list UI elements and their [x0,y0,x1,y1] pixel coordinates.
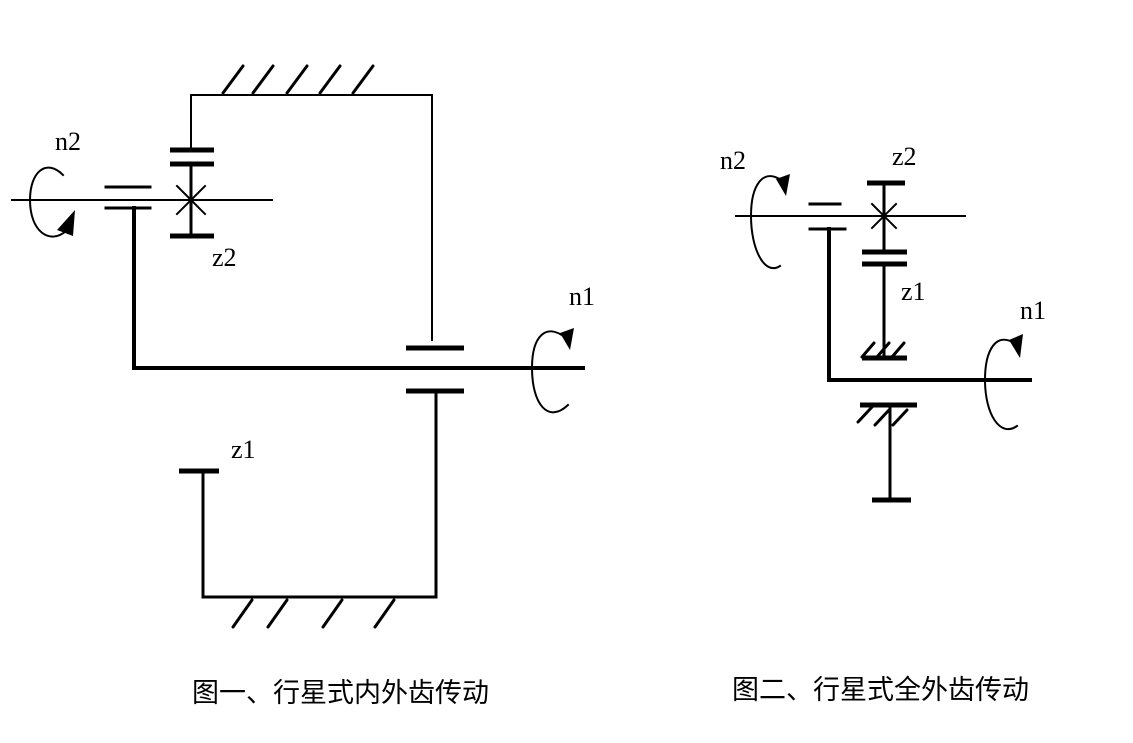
figure-2-external-gear: n2 z2 z1 n1 图二、行星式全外齿传动 [720,142,1046,706]
figure-1-internal-external-gear: n2 z2 n1 z1 图一、行星式内外齿传动 [11,64,595,709]
planet-carrier [827,227,1032,382]
rotation-arrow-icon [749,174,790,269]
planet-carrier [132,206,585,370]
ground-hatch-icon [221,64,375,95]
sun-gear-z1 [862,261,907,361]
label-z2: z2 [892,142,917,171]
rotation-arrow-icon [28,166,75,238]
label-z2: z2 [212,243,237,272]
label-n1: n1 [1020,296,1046,325]
upper-frame [190,94,433,341]
ground-hatch-icon [860,341,906,359]
caption-figure-1: 图一、行星式内外齿传动 [192,678,489,709]
planet-gear-z2 [862,180,907,255]
label-n2: n2 [720,146,746,175]
label-n2: n2 [55,127,81,156]
lower-frame [201,389,438,599]
caption-figure-2: 图二、行星式全外齿传动 [732,675,1029,706]
ground-hatch-icon [231,598,396,629]
ground-hatch-icon [856,405,909,427]
planet-gear-z2 [170,147,214,239]
label-z1: z1 [231,435,256,464]
label-n1: n1 [569,282,595,311]
label-z1: z1 [901,277,926,306]
bearing-cross-icon [870,202,898,230]
rotation-arrow-icon [983,334,1023,431]
rotation-arrow-icon [530,328,574,414]
